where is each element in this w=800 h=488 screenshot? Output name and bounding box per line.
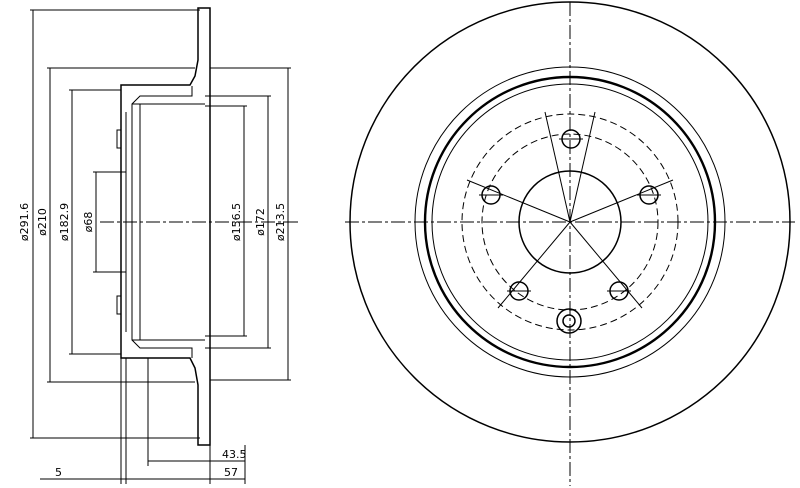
- dim-5-label: 5: [55, 466, 62, 479]
- bolt-circle-inner: [481, 133, 659, 311]
- mount-face-detail-2: [116, 295, 121, 315]
- radial-line-4: [497, 221, 571, 309]
- friction-inner-edge: [414, 66, 726, 378]
- disc-outer-edge: [349, 1, 791, 443]
- radial-line-3: [569, 221, 643, 309]
- hat-inner-edge: [431, 83, 709, 361]
- center-bore: [518, 170, 622, 274]
- radial-line-1: [569, 111, 596, 223]
- dim-57-label: 57: [224, 466, 238, 479]
- dim-210-label: ø210: [36, 208, 49, 236]
- mount-face-detail: [116, 129, 121, 149]
- hat-inner-wall: [131, 86, 193, 358]
- dim-182-label: ø182.9: [58, 203, 71, 241]
- dim-156-label: ø156.5: [230, 203, 243, 241]
- radial-line-5: [466, 179, 571, 223]
- dim-213-label: ø213.5: [274, 203, 287, 241]
- front-view: [345, 1, 795, 486]
- radial-line-6: [544, 111, 571, 223]
- radial-line-2: [569, 179, 674, 223]
- locating-hole-outer: [556, 308, 582, 334]
- dim-68-label: ø68: [82, 212, 95, 233]
- dim-172-label: ø172: [254, 208, 267, 236]
- locating-hole-inner: [562, 314, 576, 328]
- disc-plate-outline: [120, 7, 211, 446]
- bolt-circle: [461, 113, 679, 331]
- dim-43-label: 43.5: [222, 448, 247, 461]
- hat-outer-edge: [423, 75, 717, 369]
- dim-291-label: ø291.6: [18, 203, 31, 241]
- section-view: ø291.6 ø210 ø182.9 ø68 ø156.5 ø172 ø213.…: [18, 7, 300, 484]
